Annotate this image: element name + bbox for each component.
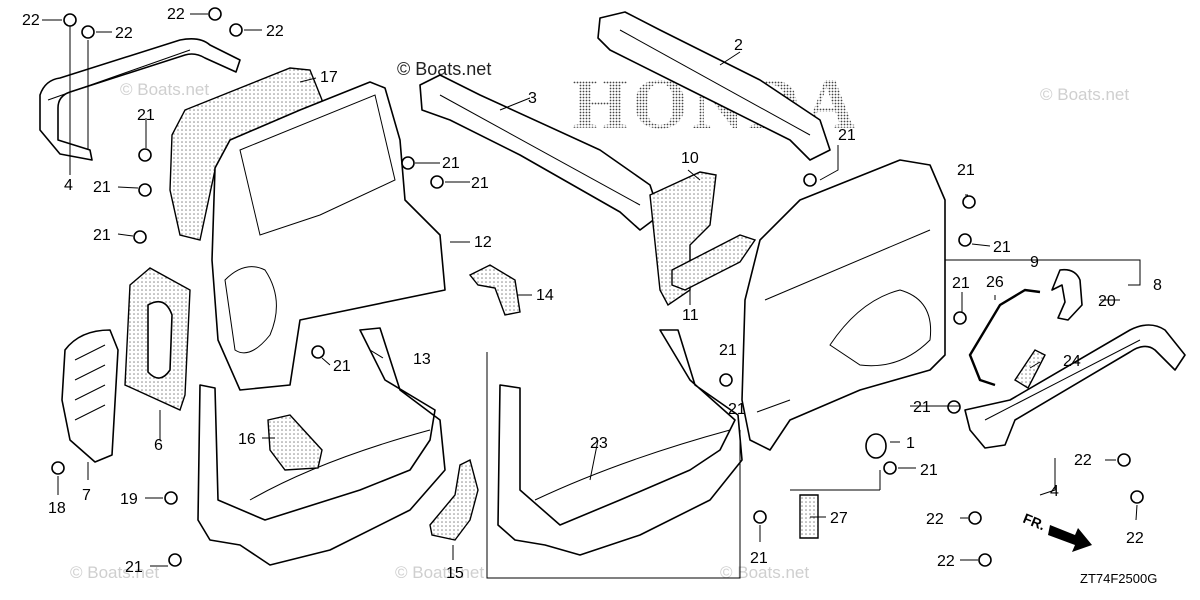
callout-22: 22 xyxy=(937,553,955,570)
watermark-text: © Boats.net xyxy=(70,563,159,582)
watermark-text: © Boats.net xyxy=(1040,85,1129,104)
copyright-text: © Boats.net xyxy=(397,59,491,79)
callout-labels: 22 22 22 22 4 17 3 2 21 21 21 21 21 12 1… xyxy=(22,6,1162,582)
callout-11: 11 xyxy=(682,307,699,324)
callout-15: 15 xyxy=(446,565,464,582)
callout-2: 2 xyxy=(734,37,743,54)
callout-22: 22 xyxy=(22,12,40,29)
label-part-27 xyxy=(799,494,819,539)
callout-13: 13 xyxy=(413,351,431,368)
callout-21: 21 xyxy=(920,462,938,479)
callout-26: 26 xyxy=(986,274,1004,291)
callout-1: 1 xyxy=(906,435,915,452)
bracket-part-2 xyxy=(597,11,831,161)
callout-21: 21 xyxy=(442,155,460,172)
bolts xyxy=(51,7,1144,567)
callout-21: 21 xyxy=(125,559,143,576)
callout-21: 21 xyxy=(93,179,111,196)
callout-22: 22 xyxy=(1074,452,1092,469)
watermark-text: © Boats.net xyxy=(395,563,484,582)
lower-shell-part-23 xyxy=(497,329,743,556)
callout-3: 3 xyxy=(528,90,537,107)
bracket-part-14 xyxy=(468,264,521,316)
callout-9: 9 xyxy=(1030,254,1039,271)
callout-21: 21 xyxy=(913,399,931,416)
watermark-text: © Boats.net xyxy=(120,80,209,99)
callout-8: 8 xyxy=(1153,277,1162,294)
callout-21: 21 xyxy=(838,127,856,144)
callout-17: 17 xyxy=(320,69,338,86)
diagram-code: ZT74F2500G xyxy=(1080,571,1157,586)
callout-16: 16 xyxy=(238,431,256,448)
leader-lines xyxy=(42,13,1141,579)
callout-4: 4 xyxy=(1050,483,1059,500)
callout-21: 21 xyxy=(750,550,768,567)
handle-bar-part-4-left xyxy=(39,38,241,161)
callout-22: 22 xyxy=(167,6,185,23)
callout-27: 27 xyxy=(830,510,848,527)
side-cover-part-7 xyxy=(61,329,119,463)
callout-22: 22 xyxy=(266,23,284,40)
front-direction-arrow: FR. xyxy=(1021,510,1092,552)
callout-14: 14 xyxy=(536,287,554,304)
callout-18: 18 xyxy=(48,500,66,517)
pad-part-15 xyxy=(429,458,479,541)
callout-12: 12 xyxy=(474,234,492,251)
grommet-part-24 xyxy=(1014,349,1046,389)
callout-21: 21 xyxy=(993,239,1011,256)
side-panel-part-9 xyxy=(741,159,946,451)
cover-part-12 xyxy=(211,81,446,391)
callout-21: 21 xyxy=(137,107,155,124)
callout-19: 19 xyxy=(120,491,138,508)
panel-part-10 xyxy=(649,171,717,307)
callout-21: 21 xyxy=(333,358,351,375)
clip-part-20 xyxy=(1051,268,1083,321)
lower-shell-part-13 xyxy=(197,327,446,566)
callout-21: 21 xyxy=(93,227,111,244)
callout-21: 21 xyxy=(471,175,489,192)
callout-21: 21 xyxy=(728,401,746,418)
front-label: FR. xyxy=(1021,510,1048,533)
callout-21: 21 xyxy=(957,162,975,179)
callout-7: 7 xyxy=(82,487,91,504)
pad-part-16 xyxy=(267,414,323,471)
callout-22: 22 xyxy=(1126,530,1144,547)
callout-24: 24 xyxy=(1063,353,1081,370)
cable-part-26 xyxy=(968,288,1041,387)
callout-22: 22 xyxy=(926,511,944,528)
strip-part-11 xyxy=(671,234,757,291)
callout-23: 23 xyxy=(590,435,608,452)
callout-20: 20 xyxy=(1098,293,1116,310)
callout-21: 21 xyxy=(719,342,737,359)
bracket-part-3 xyxy=(419,74,661,231)
handle-bar-part-4-right xyxy=(964,324,1186,449)
grommet-part-1 xyxy=(865,433,887,459)
watermark-text: © Boats.net xyxy=(720,563,809,582)
callout-4: 4 xyxy=(64,177,73,194)
callout-6: 6 xyxy=(154,437,163,454)
gasket-part-6 xyxy=(124,267,191,411)
callout-21: 21 xyxy=(952,275,970,292)
callout-22: 22 xyxy=(115,25,133,42)
callout-10: 10 xyxy=(681,150,699,167)
